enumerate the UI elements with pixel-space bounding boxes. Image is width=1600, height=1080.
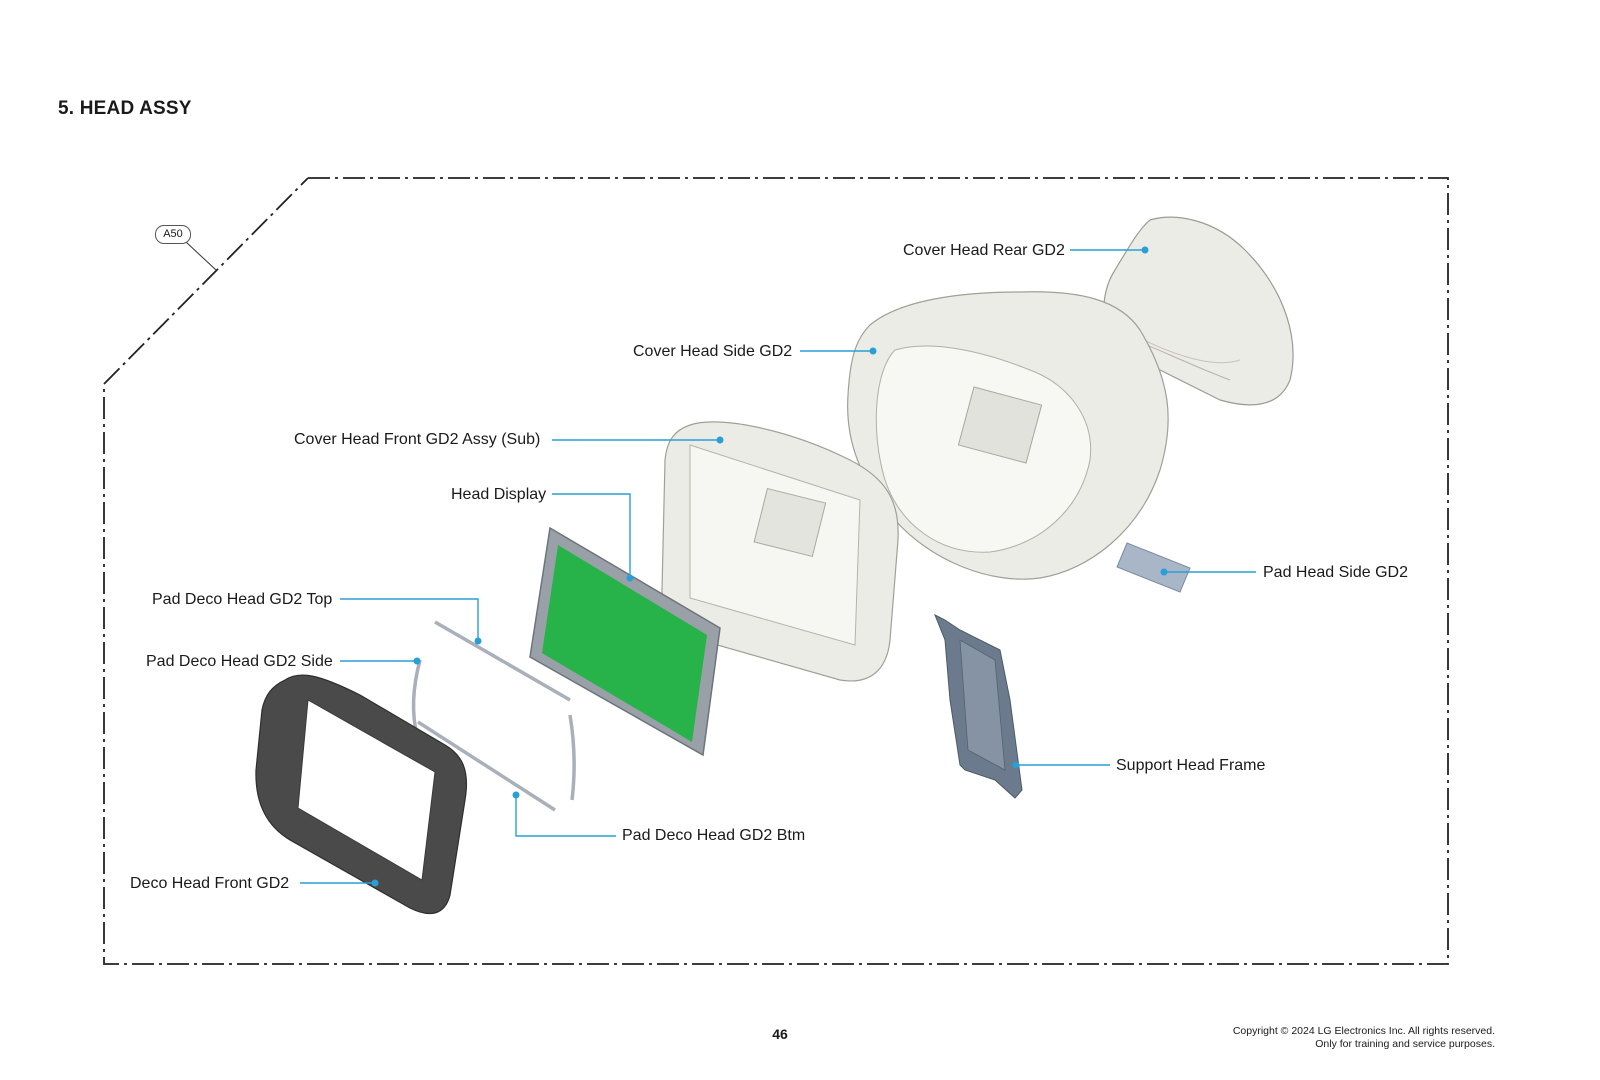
label-support-head-frame: Support Head Frame: [1116, 757, 1266, 774]
leader-pad-deco-top: [340, 598, 479, 641]
label-deco-head-front: Deco Head Front GD2: [130, 875, 290, 892]
leader-pad-deco-btm: [515, 795, 616, 837]
copyright-line-1: Copyright © 2024 LG Electronics Inc. All…: [1232, 1025, 1495, 1037]
section-title: 5. HEAD ASSY: [58, 98, 192, 119]
head-display-part: [529, 526, 721, 757]
leader-lines: [300, 249, 1256, 884]
label-pad-deco-top: Pad Deco Head GD2 Top: [152, 591, 333, 608]
page-number: 46: [772, 1026, 788, 1042]
label-pad-deco-btm: Pad Deco Head GD2 Btm: [622, 827, 806, 844]
cover-head-front-part: [661, 421, 899, 682]
copyright-notice: Copyright © 2024 LG Electronics Inc. All…: [1233, 1025, 1495, 1051]
cover-head-side-part: [847, 291, 1169, 580]
badge-leader: [185, 241, 217, 271]
pad-head-side-part: [1116, 542, 1191, 593]
leader-head-display: [552, 493, 631, 578]
label-pad-deco-side: Pad Deco Head GD2 Side: [146, 653, 333, 670]
label-pad-head-side: Pad Head Side GD2: [1263, 564, 1408, 581]
copyright-line-2: Only for training and service purposes.: [1315, 1038, 1495, 1050]
assembly-boundary: [103, 177, 1449, 965]
reference-badge: A50: [155, 225, 191, 244]
support-head-frame-part: [934, 613, 1023, 799]
deco-head-front-part: [255, 674, 468, 915]
label-cover-head-side: Cover Head Side GD2: [633, 343, 793, 360]
leader-dots: [371, 246, 1168, 887]
label-head-display: Head Display: [451, 486, 547, 503]
label-cover-head-front: Cover Head Front GD2 Assy (Sub): [294, 431, 541, 448]
label-cover-head-rear: Cover Head Rear GD2: [903, 242, 1065, 259]
